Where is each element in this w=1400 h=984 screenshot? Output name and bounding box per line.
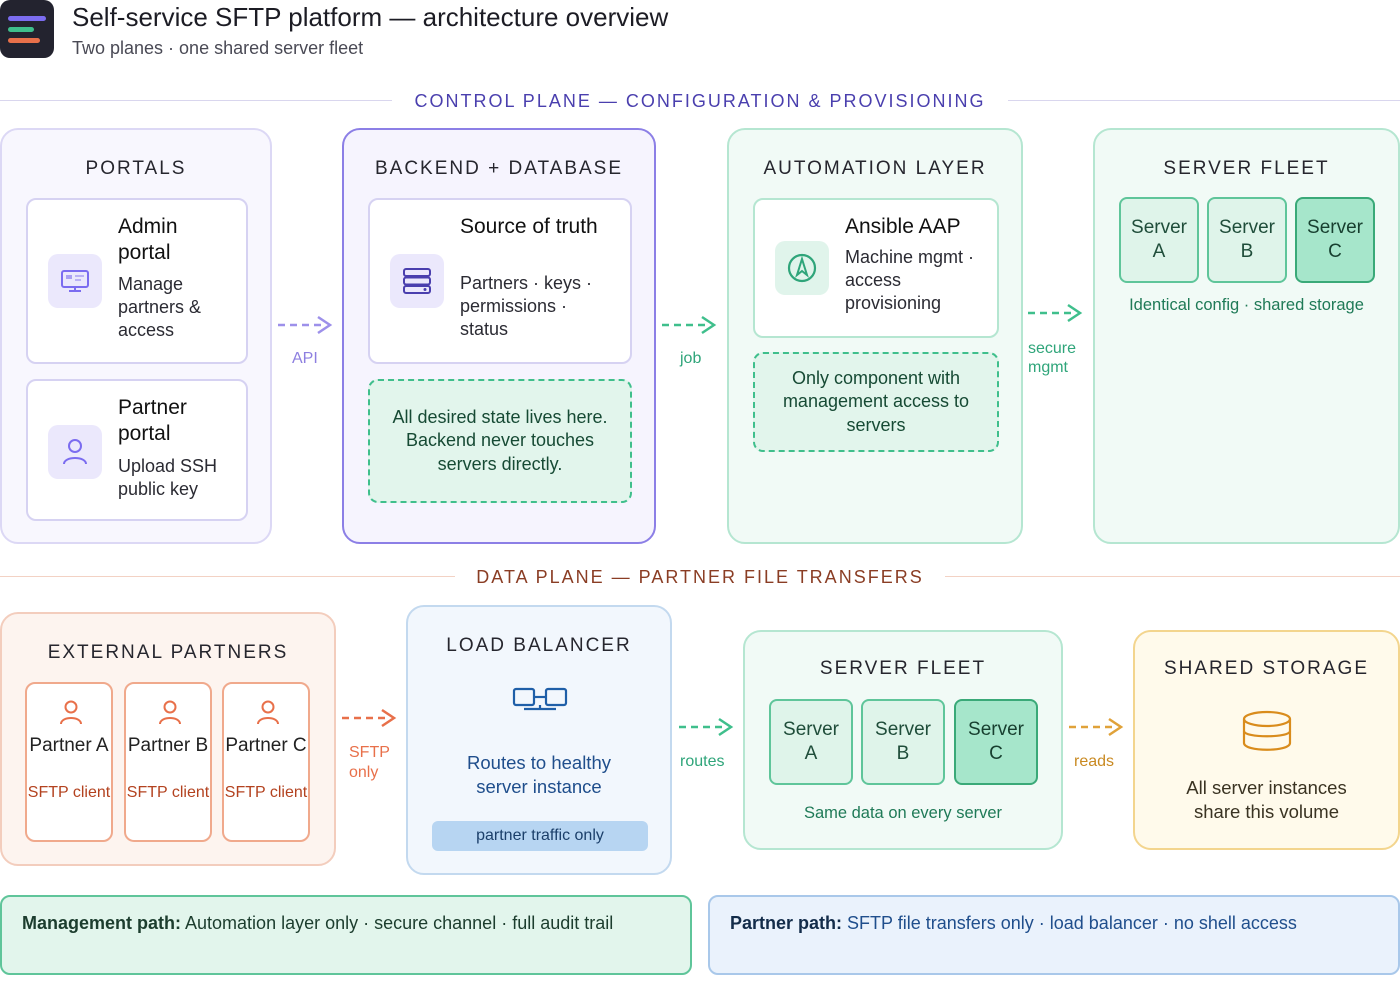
routes-label: routes (680, 753, 725, 770)
api-arrow (278, 315, 333, 335)
partner-c-desc: SFTP client (224, 784, 308, 801)
user-icon (48, 425, 102, 479)
partner-a-user-icon (60, 700, 82, 725)
job-arrow (662, 315, 717, 335)
shared-storage-desc: All server instances share this volume (1186, 777, 1347, 822)
data-fleet-panel: SERVER FLEET Server A Server B Server C … (743, 630, 1063, 850)
control-plane-label: CONTROL PLANE — CONFIGURATION & PROVISIO… (392, 91, 1008, 112)
sftp-arrow (342, 708, 397, 728)
source-of-truth-desc: Partners · keys · permissions · status (460, 273, 593, 339)
portals-panel: PORTALS Admin portal Manage partners & a… (0, 128, 272, 544)
automation-title: AUTOMATION LAYER (763, 158, 987, 179)
ansible-title: Ansible AAP (845, 215, 961, 238)
admin-portal-title: Admin portal (118, 215, 178, 264)
monitor-icon (48, 254, 102, 308)
data-fleet-caption: Same data on every server (803, 804, 1003, 822)
backend-title: BACKEND + DATABASE (374, 158, 624, 179)
control-fleet-caption: Identical config · shared storage (1129, 296, 1364, 314)
ansible-card[interactable]: Ansible AAP Machine mgmt · access provis… (753, 198, 999, 338)
admin-portal-card[interactable]: Admin portal Manage partners & access (26, 198, 248, 364)
job-label: job (680, 350, 702, 367)
network-icon (512, 687, 568, 711)
partner-b-name: Partner B (127, 735, 209, 756)
control-fleet-title: SERVER FLEET (1163, 158, 1330, 179)
sftp-label: SFTP only (349, 744, 390, 781)
partner-b-desc: SFTP client (126, 784, 210, 801)
partner-c-card[interactable]: Partner C SFTP client (222, 682, 310, 842)
page-subtitle: Two planes · one shared server fleet (72, 38, 364, 58)
compass-icon (775, 241, 829, 295)
partner-b-user-icon (159, 700, 181, 725)
management-path-box: Management path: Automation layer only ·… (0, 895, 692, 975)
automation-panel: AUTOMATION LAYER Ansible AAP Machine mgm… (727, 128, 1023, 544)
data-server-c[interactable]: Server C (954, 699, 1038, 785)
partner-path-box: Partner path: SFTP file transfers only ·… (708, 895, 1400, 975)
partner-traffic-badge: partner traffic only (432, 821, 648, 851)
portals-title: PORTALS (85, 158, 187, 179)
page-title: Self-service SFTP platform — architectur… (72, 2, 669, 32)
automation-note: Only component with management access to… (753, 352, 999, 452)
partner-a-name: Partner A (29, 735, 109, 756)
partner-portal-desc: Upload SSH public key (118, 456, 218, 499)
backend-panel: BACKEND + DATABASE Source of truth Partn… (342, 128, 656, 544)
data-plane-label: DATA PLANE — PARTNER FILE TRANSFERS (455, 567, 945, 588)
partner-c-user-icon (257, 700, 279, 725)
routes-arrow (679, 717, 734, 737)
control-server-b[interactable]: Server B (1207, 197, 1287, 283)
storage-icon (1242, 710, 1292, 751)
admin-portal-desc: Manage partners & access (118, 274, 202, 340)
control-server-c[interactable]: Server C (1295, 197, 1375, 283)
management-path-text: Automation layer only · secure channel ·… (181, 913, 614, 933)
partner-c-name: Partner C (225, 735, 307, 756)
ansible-desc: Machine mgmt · access provisioning (845, 247, 975, 313)
load-balancer-desc: Routes to healthy server instance (467, 752, 611, 797)
load-balancer-panel: LOAD BALANCER Routes to healthy server i… (406, 605, 672, 875)
partner-path-text: SFTP file transfers only · load balancer… (842, 913, 1297, 933)
external-partners-title: EXTERNAL PARTNERS (47, 642, 289, 663)
management-path-label: Management path: (22, 913, 182, 933)
source-of-truth-title: Source of truth (460, 215, 598, 238)
partner-a-card[interactable]: Partner A SFTP client (25, 682, 113, 842)
shared-storage-panel: SHARED STORAGE All server instances shar… (1133, 630, 1400, 850)
database-icon (390, 254, 444, 308)
partner-portal-card[interactable]: Partner portal Upload SSH public key (26, 379, 248, 521)
source-of-truth-card[interactable]: Source of truth Partners · keys · permis… (368, 198, 632, 364)
reads-label: reads (1074, 753, 1115, 770)
app-logo (0, 0, 54, 58)
partner-portal-title: Partner portal (118, 396, 187, 445)
api-label: API (292, 350, 318, 367)
shared-storage-title: SHARED STORAGE (1163, 658, 1370, 679)
data-fleet-title: SERVER FLEET (819, 658, 987, 679)
load-balancer-title: LOAD BALANCER (446, 635, 632, 656)
partner-path-label: Partner path: (730, 913, 843, 933)
reads-arrow (1069, 717, 1124, 737)
data-server-a[interactable]: Server A (769, 699, 853, 785)
secure-mgmt-label: secure mgmt (1028, 340, 1077, 376)
data-server-b[interactable]: Server B (861, 699, 945, 785)
partner-b-card[interactable]: Partner B SFTP client (124, 682, 212, 842)
backend-note: All desired state lives here. Backend ne… (368, 379, 632, 503)
control-server-a[interactable]: Server A (1119, 197, 1199, 283)
secure-mgmt-arrow (1028, 303, 1083, 323)
partner-a-desc: SFTP client (27, 784, 111, 801)
control-fleet-panel: SERVER FLEET Server A Server B Server C … (1093, 128, 1400, 544)
